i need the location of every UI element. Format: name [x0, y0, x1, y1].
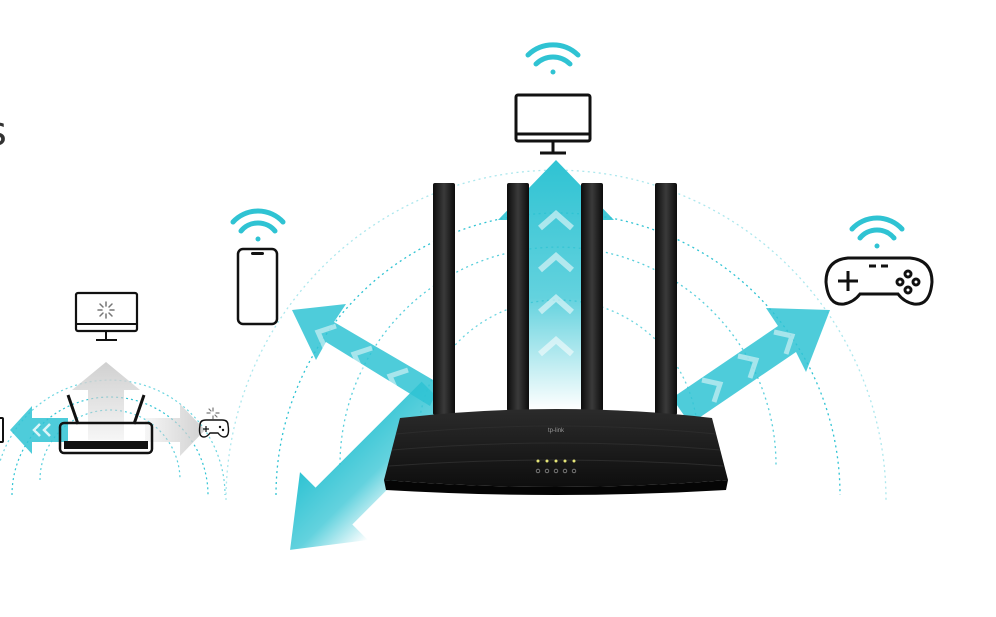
antenna-4 — [655, 183, 677, 415]
gamepad-icon — [824, 256, 934, 306]
old-scene-monitor-icon — [74, 291, 139, 341]
old-router — [58, 394, 154, 455]
old-router-weak-beam-right — [145, 404, 205, 456]
antenna-2 — [507, 183, 529, 411]
router-status-icons — [535, 468, 577, 474]
signal-beam-left-shape — [292, 304, 440, 406]
device-phone — [230, 208, 286, 326]
signal-beam-right — [672, 308, 830, 424]
wifi-icon — [525, 42, 581, 75]
signal-beam-up — [498, 160, 614, 410]
loading-icon — [97, 301, 115, 319]
heading-fragment: s — [0, 112, 7, 152]
router-antennas — [433, 183, 677, 415]
router-brand-logo: tp-link — [548, 428, 565, 434]
smartphone-icon — [236, 247, 279, 326]
wifi-icon — [849, 215, 905, 249]
device-monitor — [514, 42, 592, 155]
device-gamepad — [824, 215, 934, 306]
antenna-3 — [581, 183, 603, 411]
old-router-beam-left — [10, 406, 68, 454]
loading-icon — [206, 407, 220, 420]
old-router-weak-beam-up — [72, 362, 140, 440]
old-scene-gamepad-icon — [198, 407, 230, 438]
router: tp-link — [384, 409, 728, 495]
wifi-icon — [230, 208, 286, 242]
monitor-icon — [514, 93, 592, 155]
old-router-scene — [0, 291, 230, 496]
router-leds — [536, 459, 576, 463]
antenna-1 — [433, 183, 455, 415]
cut-off-device-icon — [0, 417, 4, 443]
